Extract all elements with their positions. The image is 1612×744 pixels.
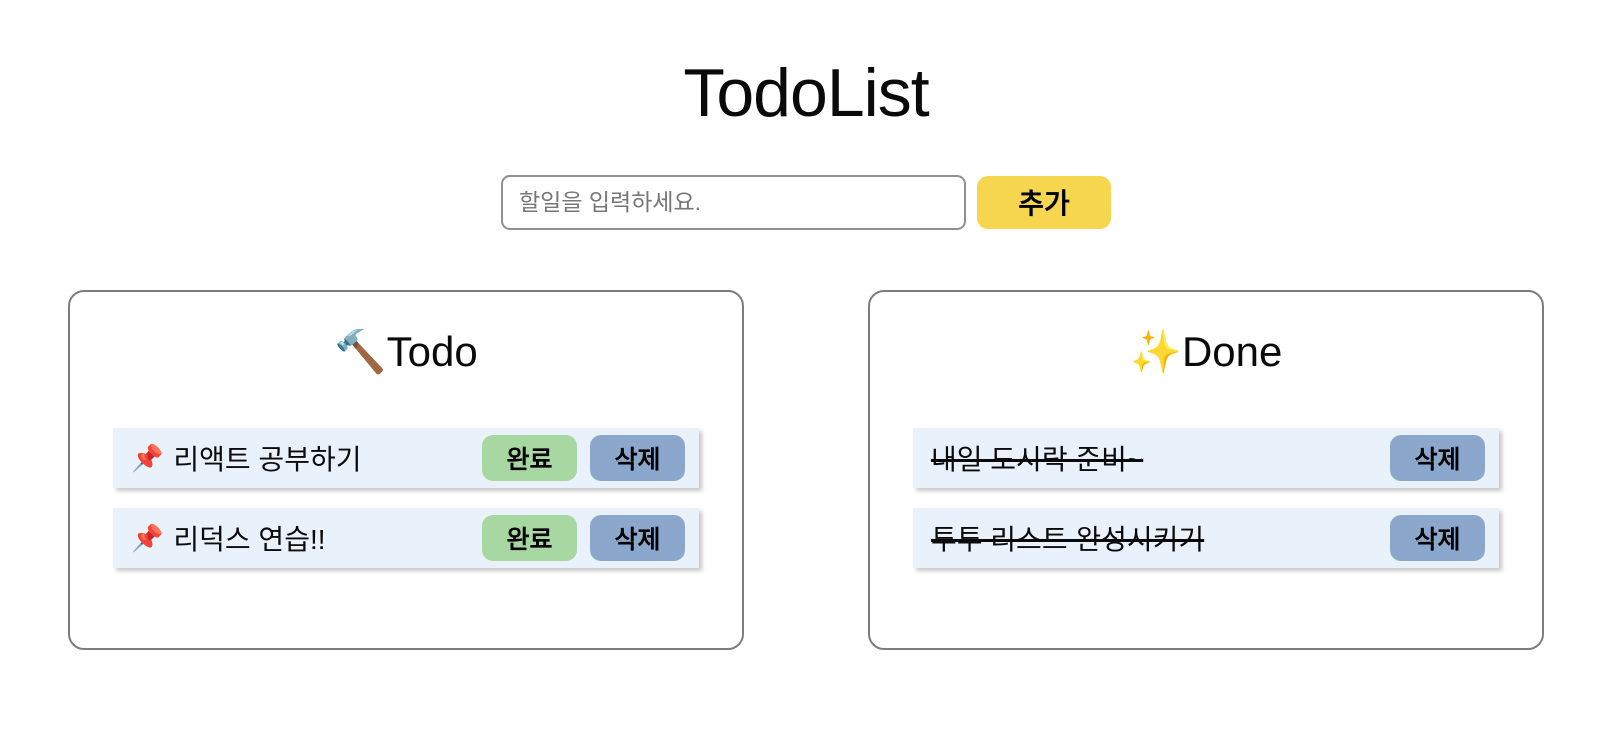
todolist-app: TodoList 추가 🔨Todo 📌 리액트 공부하기 완료 삭제 📌 리덕스… (0, 56, 1612, 744)
panels-container: 🔨Todo 📌 리액트 공부하기 완료 삭제 📌 리덕스 연습!! 완료 삭제 (0, 289, 1612, 650)
pushpin-icon: 📌 (131, 523, 164, 554)
done-panel: ✨Done 내일 도시락 준비~ 삭제 투투 리스트 완성시키기 삭제 (868, 289, 1544, 650)
todo-panel: 🔨Todo 📌 리액트 공부하기 완료 삭제 📌 리덕스 연습!! 완료 삭제 (68, 289, 744, 650)
delete-button[interactable]: 삭제 (1390, 435, 1485, 482)
new-todo-form: 추가 (0, 174, 1612, 230)
done-panel-title-text: Done (1181, 327, 1283, 375)
todo-item-row: 📌 리액트 공부하기 완료 삭제 (113, 428, 699, 489)
done-panel-title: ✨Done (870, 326, 1542, 379)
todo-panel-title: 🔨Todo (70, 326, 742, 379)
done-item-text: 투투 리스트 완성시키기 (931, 524, 1205, 556)
complete-button[interactable]: 완료 (482, 515, 577, 562)
done-item-row: 내일 도시락 준비~ 삭제 (913, 428, 1499, 489)
todo-item-row: 📌 리덕스 연습!! 완료 삭제 (113, 508, 699, 569)
hammer-icon: 🔨 (334, 327, 387, 375)
todo-item-list: 📌 리액트 공부하기 완료 삭제 📌 리덕스 연습!! 완료 삭제 (70, 428, 742, 569)
delete-button[interactable]: 삭제 (590, 435, 685, 482)
done-item-text: 내일 도시락 준비~ (931, 444, 1144, 476)
todo-item-text: 리덕스 연습!! (173, 524, 326, 556)
add-todo-button[interactable]: 추가 (977, 175, 1111, 229)
done-item-list: 내일 도시락 준비~ 삭제 투투 리스트 완성시키기 삭제 (870, 428, 1542, 569)
todo-item-text: 리액트 공부하기 (173, 444, 362, 476)
done-item-row: 투투 리스트 완성시키기 삭제 (913, 508, 1499, 569)
page-title: TodoList (683, 55, 929, 131)
todo-panel-title-text: Todo (386, 327, 478, 375)
new-todo-input[interactable] (501, 174, 966, 230)
delete-button[interactable]: 삭제 (590, 515, 685, 562)
delete-button[interactable]: 삭제 (1390, 515, 1485, 562)
sparkles-icon: ✨ (1129, 327, 1182, 375)
complete-button[interactable]: 완료 (482, 435, 577, 482)
pushpin-icon: 📌 (131, 443, 164, 474)
